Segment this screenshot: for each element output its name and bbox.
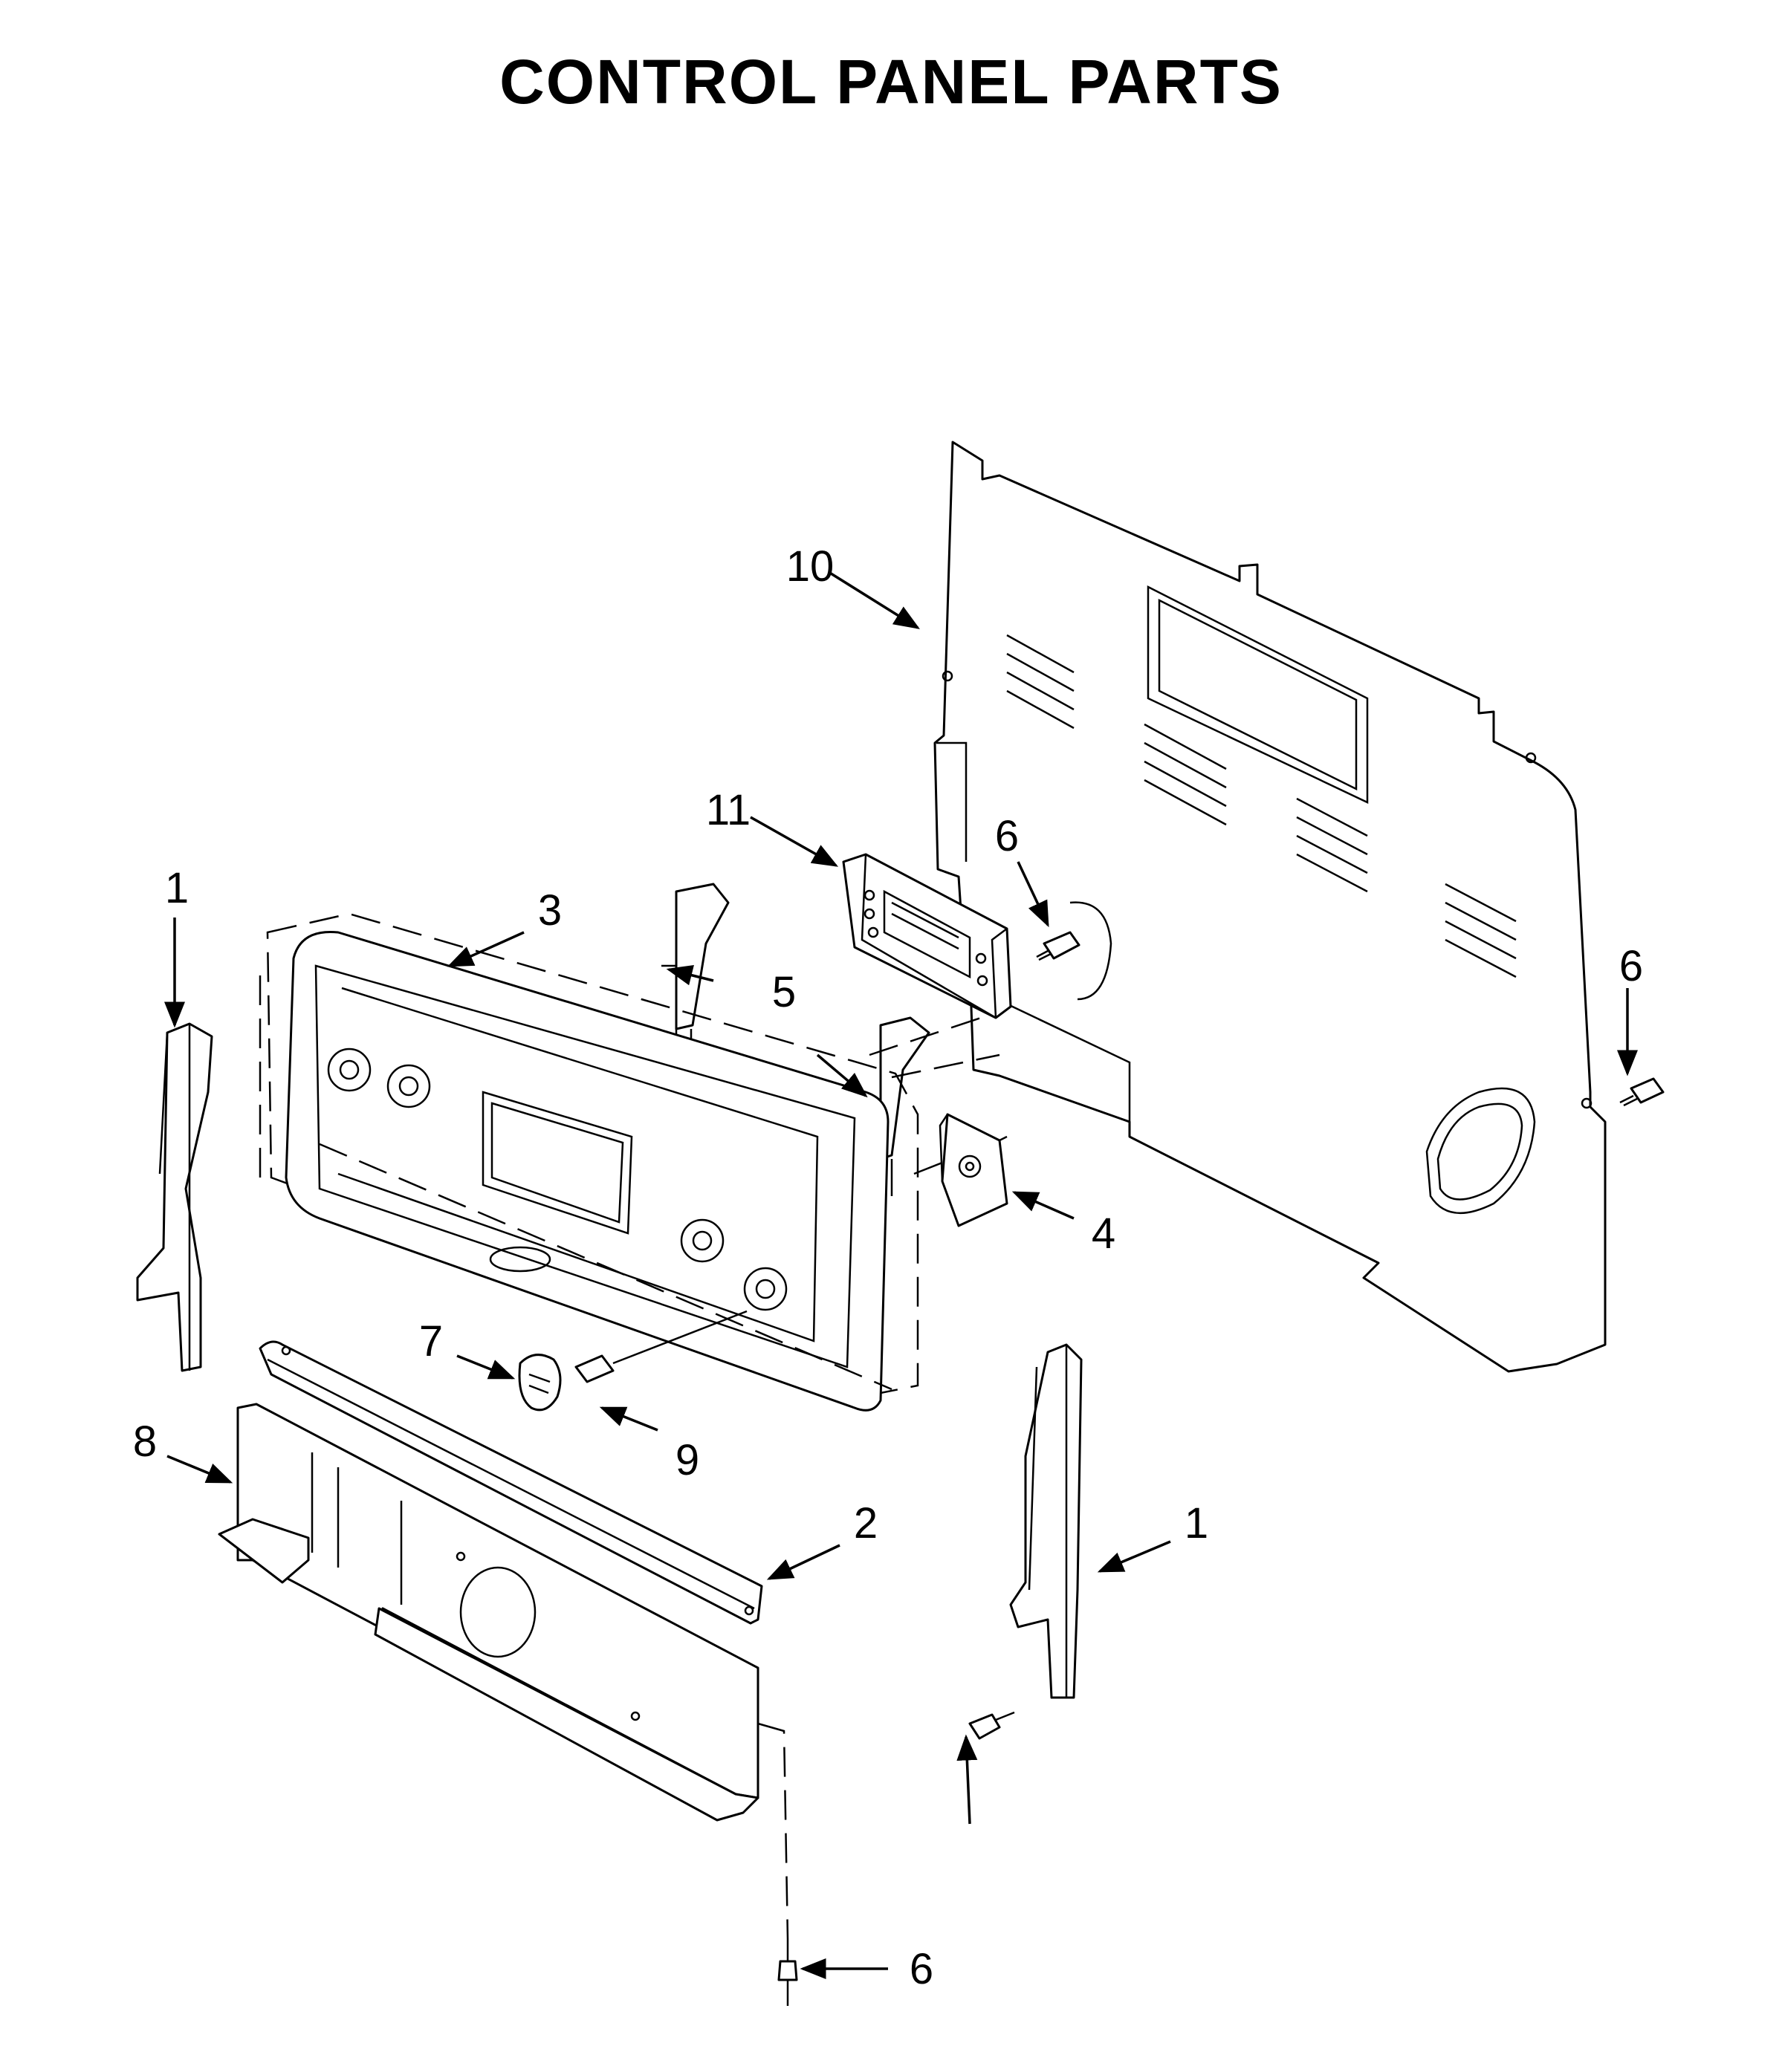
side-bracket-part-1-right: [1009, 1343, 1083, 1699]
mounting-hole-boss: [1069, 901, 1112, 1001]
screw-part-6-lower: [968, 1711, 1015, 1740]
callout-9: 9: [675, 1436, 699, 1484]
diagram-title: CONTROL PANEL PARTS: [499, 47, 1283, 117]
screw-part-6-right: [1619, 1077, 1665, 1107]
screw-part-6-bottom: [777, 1939, 798, 2006]
dashed-guide-lines: [869, 1016, 1000, 1175]
callout-10: 10: [786, 542, 835, 591]
knob-part-7: [518, 1354, 562, 1412]
callout-2: 2: [854, 1499, 878, 1547]
callout-8: 8: [133, 1417, 157, 1466]
trim-part-2: [259, 1340, 763, 1625]
callout-6-lower: 6: [910, 1945, 933, 1993]
callout-3: 3: [538, 886, 562, 935]
electronic-control-board-part-11: [842, 853, 1012, 1019]
callout-5: 5: [772, 968, 796, 1016]
callout-1-right: 1: [1185, 1499, 1208, 1547]
lower-panel-part-8: [218, 1403, 789, 1940]
switch-part-4: [939, 1113, 1008, 1227]
callout-1-left: 1: [165, 864, 189, 912]
rear-control-panel-part-10: [933, 441, 1607, 1373]
shaft-part-9: [574, 1310, 748, 1383]
callout-6-board: 6: [995, 812, 1019, 860]
console-part-3: [266, 912, 919, 1412]
callout-6-right: 6: [1619, 942, 1643, 990]
callout-11: 11: [706, 786, 751, 834]
callout-4: 4: [1092, 1209, 1115, 1258]
side-bracket-part-1-left: [136, 1022, 213, 1372]
leader-arrows: [164, 571, 1638, 1979]
callout-7: 7: [419, 1317, 443, 1365]
dashed-assembly-guide: [259, 966, 892, 1391]
screw-part-6-board: [1036, 931, 1080, 961]
